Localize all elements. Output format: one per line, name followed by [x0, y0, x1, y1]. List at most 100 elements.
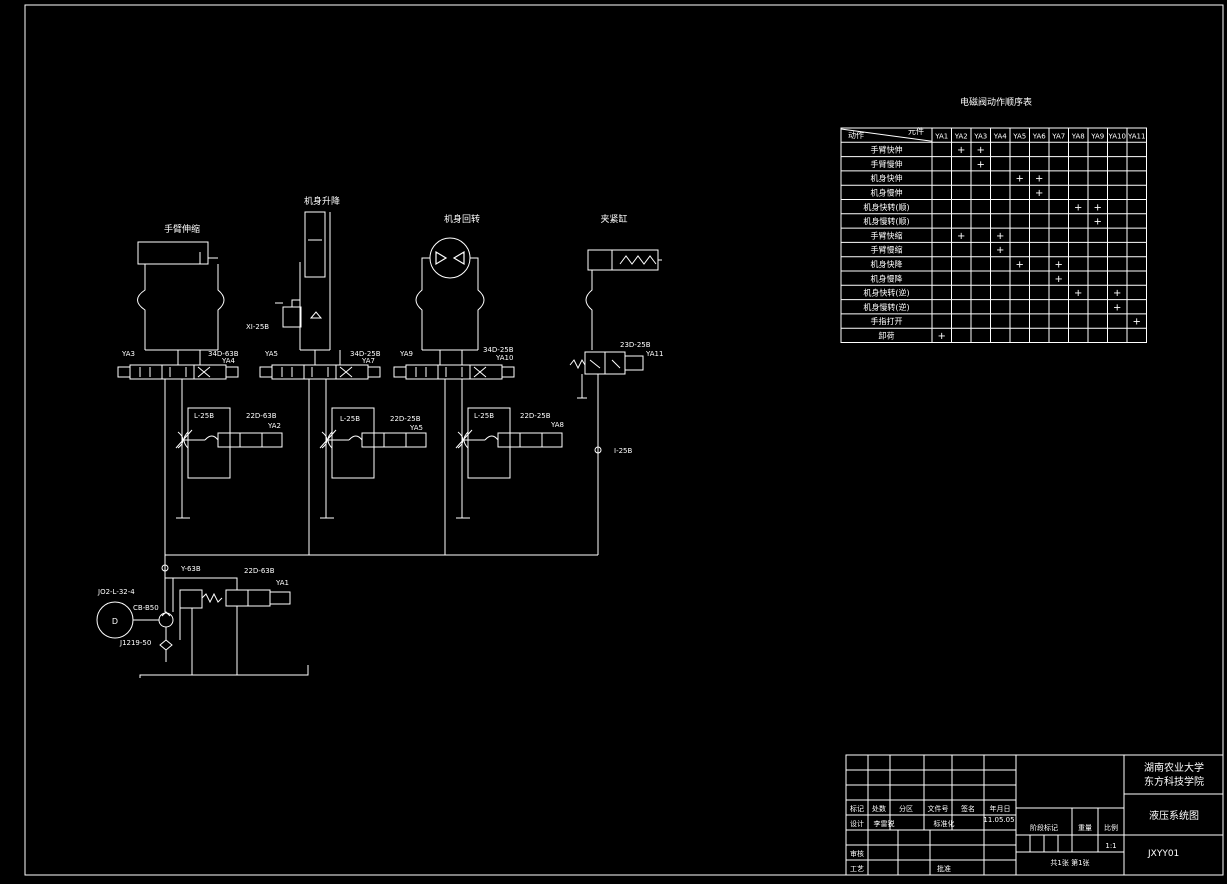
- tb-header: 处数: [872, 804, 886, 813]
- circuit2-valve: 34D-25B: [350, 350, 381, 358]
- table-col-header: YA10: [1108, 132, 1126, 140]
- table-plus-mark: +: [1074, 288, 1082, 299]
- tb-header: 文件号: [928, 804, 949, 813]
- table-row-label: 手臂慢伸: [871, 159, 903, 169]
- stage-label: 阶段标记: [1030, 823, 1058, 832]
- table-plus-mark: +: [1016, 260, 1024, 271]
- table-plus-mark: +: [938, 331, 946, 342]
- table-row-label: 手臂慢缩: [871, 245, 903, 255]
- relief-valve-label: Y-63B: [180, 565, 201, 573]
- circuit2-sol-right: YA7: [361, 357, 375, 365]
- table-plus-mark: +: [977, 159, 985, 170]
- circuit2-sol2: YA5: [409, 424, 423, 432]
- table-title: 电磁阀动作顺序表: [960, 96, 1032, 108]
- drawing-name: 液压系统图: [1149, 809, 1199, 822]
- school-name-2: 东方科技学院: [1144, 775, 1204, 788]
- circuit1-sol-right: YA4: [221, 357, 236, 365]
- circuit4-check: I-25B: [614, 447, 632, 455]
- circuit1-title: 手臂伸缩: [164, 223, 200, 235]
- table-col-header: YA6: [1032, 132, 1047, 140]
- tb-cell: 批准: [937, 864, 951, 873]
- tb-cell: 设计: [850, 819, 864, 828]
- circuit1-sol-left: YA3: [121, 350, 135, 358]
- scale-label: 比例: [1104, 823, 1118, 832]
- table-plus-mark: +: [996, 245, 1004, 256]
- motor-letter: D: [112, 617, 118, 626]
- tb-header: 标记: [850, 804, 864, 813]
- filter-model: J1219-50: [119, 639, 151, 647]
- unload-valve-label: 22D-63B: [244, 567, 275, 575]
- circuit-body-rotation: 机身回转 YA9 34D-25B YA10 L-25B 22D-25B YA8: [393, 213, 564, 555]
- table-col-header: YA5: [1012, 132, 1026, 140]
- circuit1-sol2: YA2: [267, 422, 281, 430]
- circuit2-relief: XI-25B: [246, 323, 269, 331]
- circuit3-sol-left: YA9: [399, 350, 413, 358]
- circuit2-title: 机身升降: [304, 195, 340, 207]
- pump-unit: Y-63B 22D-63B YA1 D JO2-L-32-4 CB-B50 J1…: [96, 565, 309, 678]
- tb-header: 年月日: [990, 804, 1011, 813]
- table-plus-mark: +: [1055, 274, 1063, 285]
- table-col-header: YA11: [1127, 132, 1145, 140]
- motor-model: JO2-L-32-4: [97, 588, 135, 596]
- pump-model: CB-B50: [133, 604, 159, 612]
- scale-value: 1:1: [1105, 842, 1116, 850]
- tb-cell: 标准化: [934, 819, 955, 828]
- circuit3-valve: 34D-25B: [483, 346, 514, 354]
- circuit-clamp: 夹紧缸 23D-25B YA11 I-25B: [569, 213, 663, 555]
- table-plus-mark: +: [1113, 302, 1121, 313]
- school-name-1: 湖南农业大学: [1144, 761, 1204, 774]
- circuit4-sol: YA11: [645, 350, 663, 358]
- sheet-count: 共1张 第1张: [1050, 858, 1089, 867]
- table-col-header: YA2: [954, 132, 968, 140]
- table-plus-mark: +: [1074, 202, 1082, 213]
- table-header-element: 元件: [908, 126, 924, 136]
- table-plus-mark: +: [1035, 174, 1043, 185]
- table-row-label: 机身快降: [871, 259, 903, 269]
- circuit1-valve: 34D-63B: [208, 350, 239, 358]
- table-col-header: YA1: [934, 132, 948, 140]
- circuit2-valve2: 22D-25B: [390, 415, 421, 423]
- table-col-header: YA9: [1090, 132, 1104, 140]
- weight-label: 重量: [1078, 824, 1092, 832]
- circuit4-title: 夹紧缸: [600, 213, 627, 225]
- table-header-action: 动作: [848, 130, 864, 140]
- unload-sol-label: YA1: [275, 579, 289, 587]
- table-row-label: 机身慢降: [871, 273, 903, 283]
- table-plus-mark: +: [996, 231, 1004, 242]
- table-row-label: 手臂快伸: [871, 145, 903, 155]
- circuit4-valve: 23D-25B: [620, 341, 651, 349]
- table-plus-mark: +: [1035, 188, 1043, 199]
- table-plus-mark: +: [1113, 288, 1121, 299]
- circuit3-title: 机身回转: [444, 213, 480, 225]
- table-row-label: 机身快转(顺): [863, 202, 909, 212]
- table-plus-mark: +: [1055, 260, 1063, 271]
- table-row-label: 机身慢转(顺): [863, 216, 909, 226]
- tb-cell: 李雷锐: [874, 819, 895, 828]
- table-plus-mark: +: [957, 145, 965, 156]
- table-row-label: 卸荷: [879, 331, 895, 341]
- table-row-label: 机身快伸: [871, 173, 903, 183]
- table-plus-mark: +: [977, 145, 985, 156]
- table-plus-mark: +: [1016, 174, 1024, 185]
- circuit3-sol2: YA8: [550, 421, 564, 429]
- table-plus-mark: +: [957, 231, 965, 242]
- drawing-number: JXYY01: [1147, 849, 1179, 859]
- table-diagonal: [840, 128, 933, 142]
- circuit-body-lift: 机身升降 XI-25B YA5 34D-25B YA7 L-25B 22D-25…: [246, 195, 427, 555]
- drawing-frame: [24, 4, 1224, 876]
- circuit1-valve2: 22D-63B: [246, 412, 277, 420]
- table-col-header: YA8: [1071, 132, 1085, 140]
- table-col-header: YA4: [993, 132, 1008, 140]
- table-col-header: YA3: [973, 132, 987, 140]
- circuit3-valve2: 22D-25B: [520, 412, 551, 420]
- table-row-label: 机身快转(逆): [863, 288, 909, 298]
- title-block: 湖南农业大学 东方科技学院 液压系统图 JXYY01 阶段标记 重量 比例 1:…: [845, 754, 1224, 876]
- tb-cell: 工艺: [850, 865, 864, 873]
- table-row-label: 手指打开: [871, 316, 903, 326]
- circuit3-sol-right: YA10: [495, 354, 513, 362]
- circuit-arm-extension: 手臂伸缩 YA3 34D-63B YA4 L-25B 22D-63B YA2: [117, 223, 283, 555]
- table-col-header: YA7: [1051, 132, 1065, 140]
- table-row-label: 机身慢转(逆): [863, 302, 909, 312]
- table-row-label: 手臂快缩: [871, 230, 903, 240]
